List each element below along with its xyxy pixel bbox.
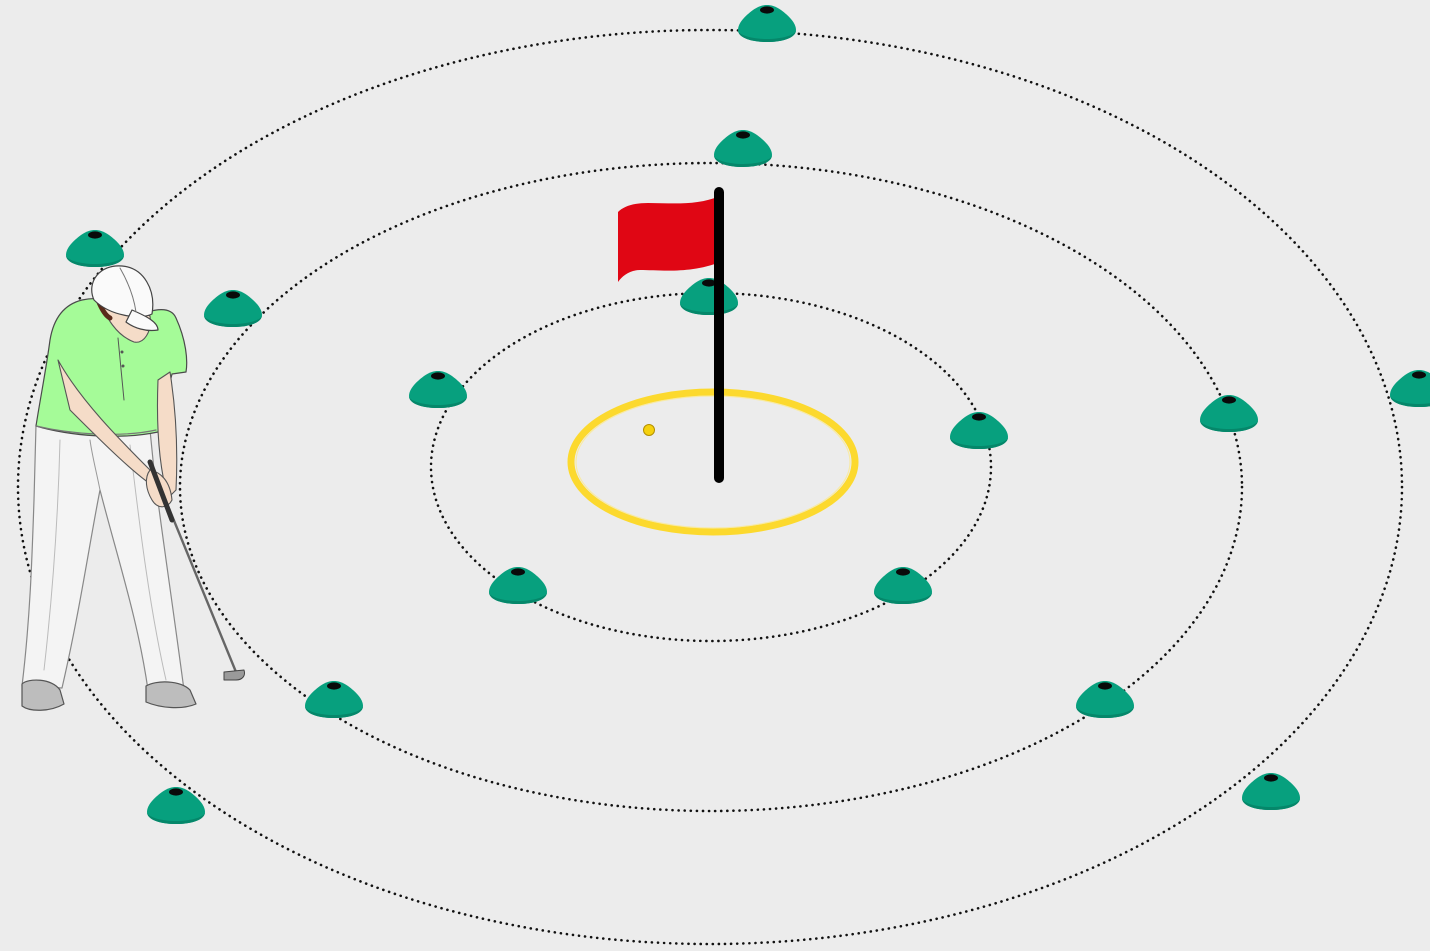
marker-cone-icon [489,567,547,604]
outer-ring [18,30,1402,944]
marker-cone-icon [147,787,205,824]
marker-cone-icon [738,5,796,42]
hole-ring [571,392,855,532]
marker-cone-icon [204,290,262,327]
marker-cone-icon [1200,395,1258,432]
flag-icon [618,192,720,478]
putter-head [224,670,245,680]
marker-cone-icon [66,230,124,267]
marker-cone-icon [680,278,738,315]
golfer-putting-icon [22,266,245,710]
marker-cone-icon [714,130,772,167]
flag-cloth [618,196,720,282]
marker-cone-icon [950,412,1008,449]
marker-cone-icon [409,371,467,408]
marker-cone-icon [1242,773,1300,810]
marker-cone-icon [1390,370,1430,407]
marker-cone-icon [305,681,363,718]
marker-cone-icon [874,567,932,604]
golf-ball-icon [644,425,655,436]
golfer-shoe-right [146,682,196,708]
marker-cone-icon [1076,681,1134,718]
